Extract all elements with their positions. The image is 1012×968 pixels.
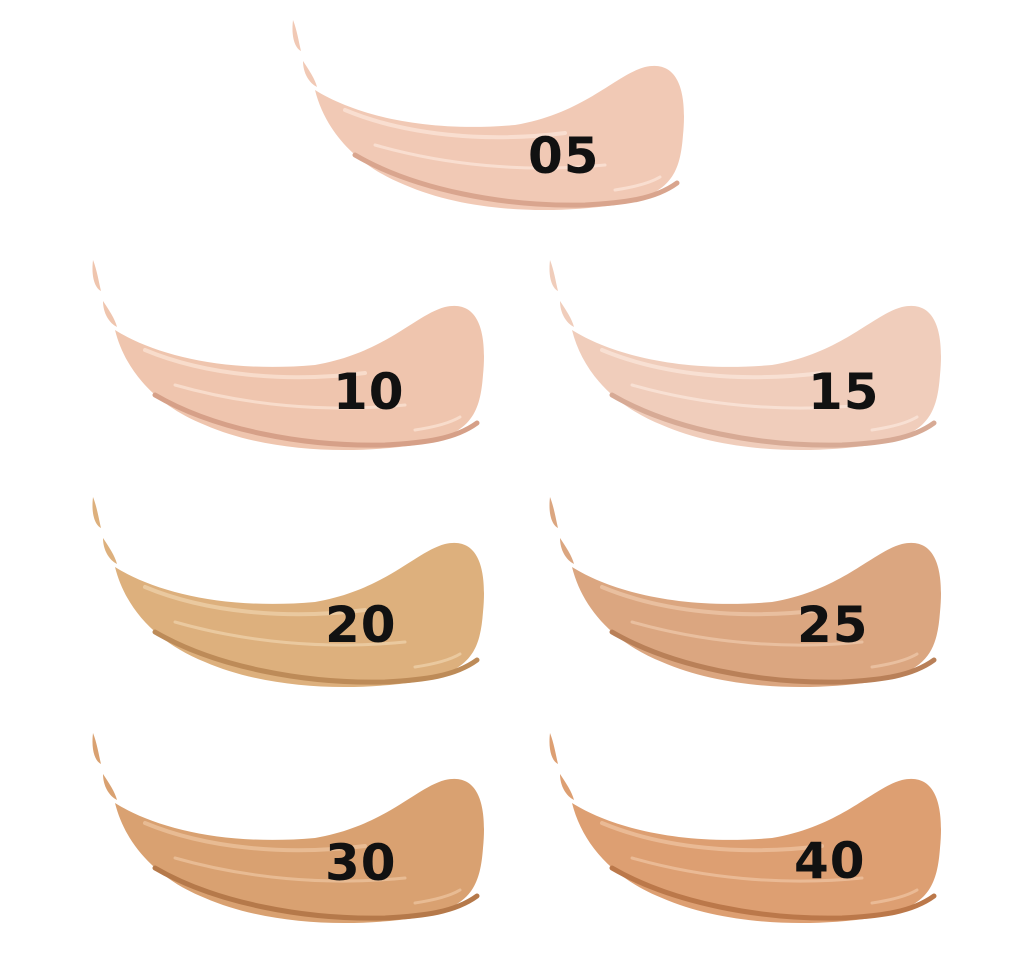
shade-label-25: 25: [797, 596, 869, 654]
shade-label-40: 40: [794, 832, 866, 890]
swatch-25: 25: [542, 492, 962, 712]
shade-label-05: 05: [528, 127, 600, 185]
swatch-15: 15: [542, 255, 962, 475]
swatch-20-smear: [92, 497, 485, 688]
shade-label-15: 15: [808, 363, 880, 421]
swatch-30: 30: [85, 728, 505, 948]
swatch-15-smear: [549, 260, 942, 451]
swatch-30-smear: [92, 733, 485, 924]
swatch-20: 20: [85, 492, 505, 712]
shade-label-30: 30: [325, 834, 397, 892]
shade-label-10: 10: [333, 363, 405, 421]
swatch-40: 40: [542, 728, 962, 948]
swatch-40-smear: [549, 733, 942, 924]
swatch-25-smear: [549, 497, 942, 688]
swatch-05: 05: [285, 15, 705, 235]
swatch-10: 10: [85, 255, 505, 475]
swatch-10-smear: [92, 260, 485, 451]
swatch-05-smear: [292, 20, 685, 211]
shade-label-20: 20: [325, 596, 397, 654]
